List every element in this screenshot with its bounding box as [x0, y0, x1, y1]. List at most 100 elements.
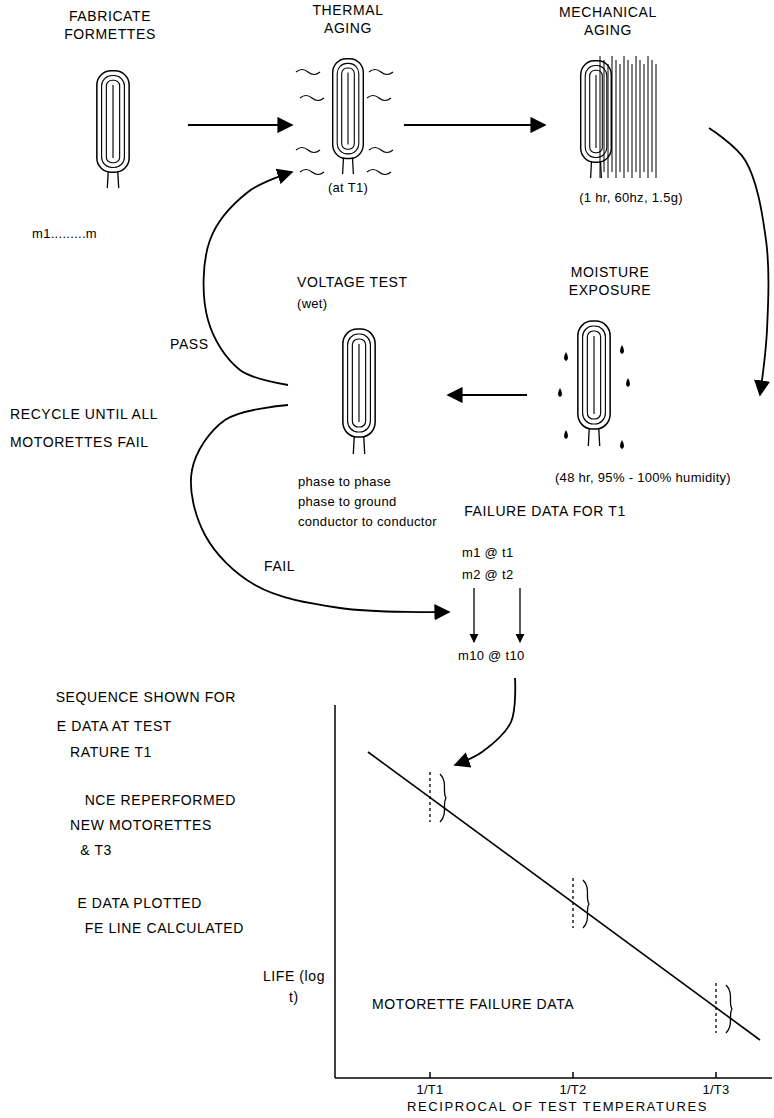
data-arrows [519, 588, 520, 642]
step-title: MECHANICAL AGING [548, 4, 668, 39]
chart-axes [334, 705, 336, 1078]
vibration-lines [636, 56, 637, 172]
failure-data: FAILURE DATA FOR T1m1 @ t1m2 @ t2m10 @ t… [449, 500, 641, 678]
note-text: E DATA PLOTTED [2, 895, 202, 913]
scatter-markers [572, 878, 573, 928]
coil-symbol [333, 59, 364, 174]
moisture-drops [564, 430, 568, 439]
scatter-markers [430, 772, 732, 1033]
vibration-lines [600, 56, 656, 178]
vibration-lines [616, 60, 617, 178]
heat-waves [296, 148, 320, 153]
note-text: & T3 [2, 842, 112, 860]
process-step: THERMAL AGING (at T1) [292, 0, 404, 200]
step-note: phase to phase [298, 474, 391, 490]
life-line [368, 752, 760, 1040]
scatter-markers [440, 774, 446, 822]
chart-axes [572, 1072, 574, 1078]
coil-symbol [581, 61, 612, 178]
note-text: E DATA AT TEST [2, 718, 172, 736]
step-note: (1 hr, 60hz, 1.5g) [556, 190, 706, 206]
vibration-lines [640, 60, 641, 178]
note-text: NCE REPERFORMED [2, 792, 236, 810]
scatter-markers [715, 983, 716, 1033]
process-step: MOISTURE EXPOSURE (48 hr, 95% - 100% humi… [527, 261, 760, 498]
heat-waves [300, 170, 324, 175]
step-title: FAILURE DATA FOR T1 [452, 503, 638, 521]
vibration-lines [612, 56, 613, 172]
tick-label: 1/T2 [548, 1082, 598, 1098]
tick-label: 1/T3 [691, 1082, 741, 1098]
chart-axes [335, 705, 772, 1078]
axis-title: LIFE (log t) [262, 966, 326, 1008]
vibration-lines [656, 64, 657, 178]
process-step: FABRICATE FORMETTES m1.........m [28, 5, 188, 252]
axis-title: RECIPROCAL OF TEST TEMPERATURES [345, 1099, 770, 1115]
heat-waves [296, 70, 393, 175]
flow-arrow [204, 172, 292, 385]
note-text: RATURE T1 [2, 744, 152, 762]
flow-arrow [709, 128, 768, 395]
scatter-markers [583, 880, 589, 928]
scatter-markers [429, 772, 430, 822]
heat-waves [369, 148, 393, 153]
life-chart: MOTORETTE FAILURE DATA [335, 765, 772, 1078]
vibration-lines [632, 64, 633, 178]
coil-symbol [578, 321, 610, 446]
heat-waves [367, 96, 391, 101]
moisture-drops [558, 345, 630, 449]
step-title: VOLTAGE TEST [297, 274, 408, 292]
step-title: FABRICATE FORMETTES [40, 8, 180, 43]
vibration-lines [624, 56, 625, 178]
moisture-drops [558, 388, 562, 397]
heat-waves [369, 70, 393, 75]
moisture-drops [626, 378, 630, 387]
coil-symbol [343, 329, 375, 454]
process-step: MECHANICAL AGING (1 hr, 60hz, 1.5g) [545, 1, 709, 214]
step-note: m1.........m [32, 226, 97, 242]
flow-arrow [448, 394, 527, 396]
edge-label: FAIL [262, 558, 297, 576]
life-line [368, 752, 760, 1040]
coil-symbol [97, 71, 129, 188]
step-title: MOTORETTE FAILURE DATA [372, 996, 574, 1014]
vibration-lines [620, 64, 621, 172]
step-title: THERMAL AGING [298, 2, 398, 37]
scatter-markers [726, 985, 732, 1033]
moisture-drops [620, 345, 624, 354]
heat-waves [300, 96, 324, 101]
note-text: RECYCLE UNTIL ALL MOTORETTES FAIL [10, 400, 190, 456]
step-title: MOISTURE EXPOSURE [550, 264, 670, 299]
data-arrows [474, 588, 520, 642]
step-note: (at T1) [308, 180, 388, 196]
vibration-lines [604, 60, 605, 172]
step-note: m2 @ t2 [462, 567, 513, 583]
step-note: m10 @ t10 [458, 648, 524, 664]
step-note: phase to ground [298, 494, 396, 510]
tick-label: 1/T1 [405, 1082, 455, 1098]
chart-axes [715, 1072, 717, 1078]
note-text: FE LINE CALCULATED [2, 920, 244, 938]
edge-label: PASS [168, 336, 211, 354]
flow-arrow [455, 678, 515, 765]
moisture-drops [620, 440, 624, 449]
step-note: (48 hr, 95% - 100% humidity) [530, 470, 756, 486]
flow-arrow [404, 124, 545, 126]
vibration-lines [608, 64, 609, 178]
moisture-drops [564, 352, 568, 361]
vibration-lines [648, 56, 649, 178]
coil-symbol [97, 59, 611, 454]
flow-arrow [188, 124, 292, 126]
note-text: NEW MOTORETTES [2, 817, 212, 835]
note-text: SEQUENCE SHOWN FOR [2, 689, 236, 707]
chart-axes [335, 1077, 772, 1079]
step-note: (wet) [297, 296, 327, 312]
flow-arrow [191, 405, 449, 612]
vibration-lines [628, 60, 629, 172]
data-arrows [473, 588, 474, 642]
heat-waves [367, 170, 391, 175]
vibration-lines [652, 60, 653, 172]
